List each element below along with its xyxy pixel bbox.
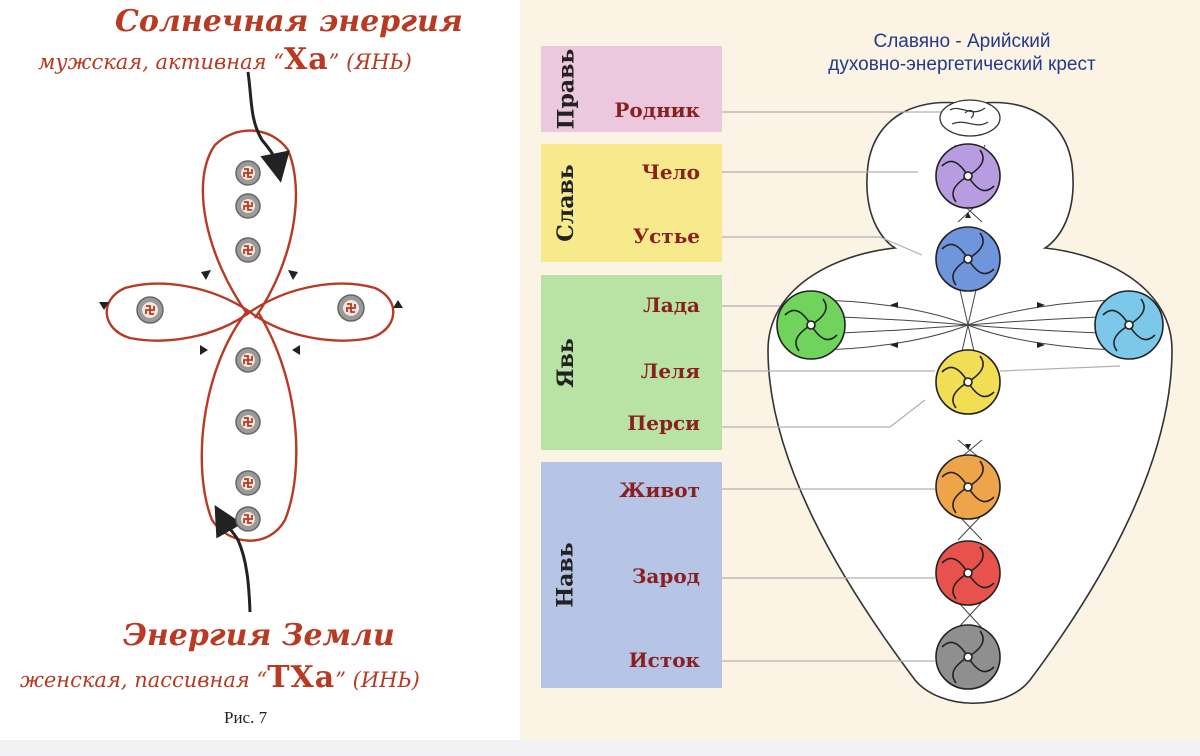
swastika-circle bbox=[235, 160, 261, 186]
band-slav: Славь bbox=[541, 144, 722, 262]
upper-loop bbox=[201, 129, 298, 319]
swastika-circle bbox=[235, 237, 261, 263]
chakra-zhivot bbox=[935, 454, 1001, 520]
inflow-from-sun bbox=[246, 71, 290, 183]
swastika-circle bbox=[235, 470, 261, 496]
label-zhivot: Живот bbox=[619, 478, 700, 502]
swastika-circle bbox=[235, 193, 261, 219]
chakra-lada-left bbox=[776, 290, 846, 360]
label-lelya: Леля bbox=[640, 359, 700, 383]
flow-arrows bbox=[890, 212, 1045, 450]
chakra-zarod bbox=[935, 540, 1001, 606]
loop-arrows bbox=[99, 270, 403, 355]
right-loop bbox=[249, 282, 395, 342]
chakra-ustye bbox=[935, 226, 1001, 292]
label-chelo: Чело bbox=[641, 160, 700, 184]
energy-loops bbox=[105, 129, 395, 542]
solar-subtitle-post: ” (ЯНЬ) bbox=[328, 50, 412, 74]
flow-lines bbox=[809, 144, 1131, 629]
connector-lines bbox=[722, 111, 1121, 662]
earth-energy-title: Энергия Земли bbox=[123, 618, 395, 653]
swastika-circle bbox=[235, 347, 261, 373]
chakra-lelya bbox=[935, 349, 1001, 415]
left-panel bbox=[0, 0, 520, 740]
solar-subtitle-word: Ха bbox=[283, 42, 329, 77]
cross-title: Славяно - Арийский духовно-энергетически… bbox=[782, 30, 1142, 76]
cross-title-line2: духовно-энергетический крест bbox=[828, 54, 1096, 75]
swastika-circle bbox=[235, 409, 261, 435]
label-persi: Перси bbox=[627, 411, 700, 435]
spiritual-cross-diagram bbox=[722, 99, 1173, 704]
label-rodnik: Родник bbox=[614, 98, 700, 122]
lower-loop bbox=[200, 309, 298, 542]
figure-caption: Рис. 7 bbox=[224, 708, 268, 727]
chakra-circles bbox=[776, 143, 1164, 690]
label-istok: Исток bbox=[628, 648, 700, 672]
solar-energy-title: Солнечная энергия bbox=[115, 4, 463, 39]
earth-subtitle-post: ” (ИНЬ) bbox=[335, 668, 420, 692]
inflow-from-earth bbox=[214, 504, 252, 613]
left-loop bbox=[105, 282, 251, 342]
swastika-circles bbox=[136, 160, 365, 532]
earth-energy-subtitle: женская, пассивная “ТХа” (ИНЬ) bbox=[20, 660, 420, 695]
cross-title-line1: Славяно - Арийский bbox=[873, 31, 1051, 52]
band-prav: Правь bbox=[541, 46, 722, 132]
swastika-circle bbox=[337, 294, 365, 322]
label-lada: Лада bbox=[643, 293, 700, 317]
chakra-istok bbox=[935, 624, 1001, 690]
chakra-lada-right bbox=[1094, 290, 1164, 360]
swastika-circle bbox=[235, 506, 261, 532]
band-yav: Явь bbox=[541, 275, 722, 450]
band-nav: Навь bbox=[541, 462, 722, 688]
solar-energy-subtitle: мужская, активная “Ха” (ЯНЬ) bbox=[38, 42, 412, 77]
swastika-circle bbox=[136, 296, 164, 324]
earth-subtitle-pre: женская, пассивная “ bbox=[20, 668, 268, 692]
bottom-strip bbox=[0, 740, 1200, 756]
label-ustye: Устье bbox=[632, 224, 700, 248]
chakra-chelo bbox=[935, 143, 1001, 209]
chakra-rodnik bbox=[939, 99, 1001, 137]
energy-cross-diagram bbox=[99, 71, 403, 613]
earth-subtitle-word: ТХа bbox=[267, 660, 336, 695]
solar-subtitle-pre: мужская, активная “ bbox=[38, 50, 284, 74]
label-zarod: Зарод bbox=[631, 564, 700, 588]
